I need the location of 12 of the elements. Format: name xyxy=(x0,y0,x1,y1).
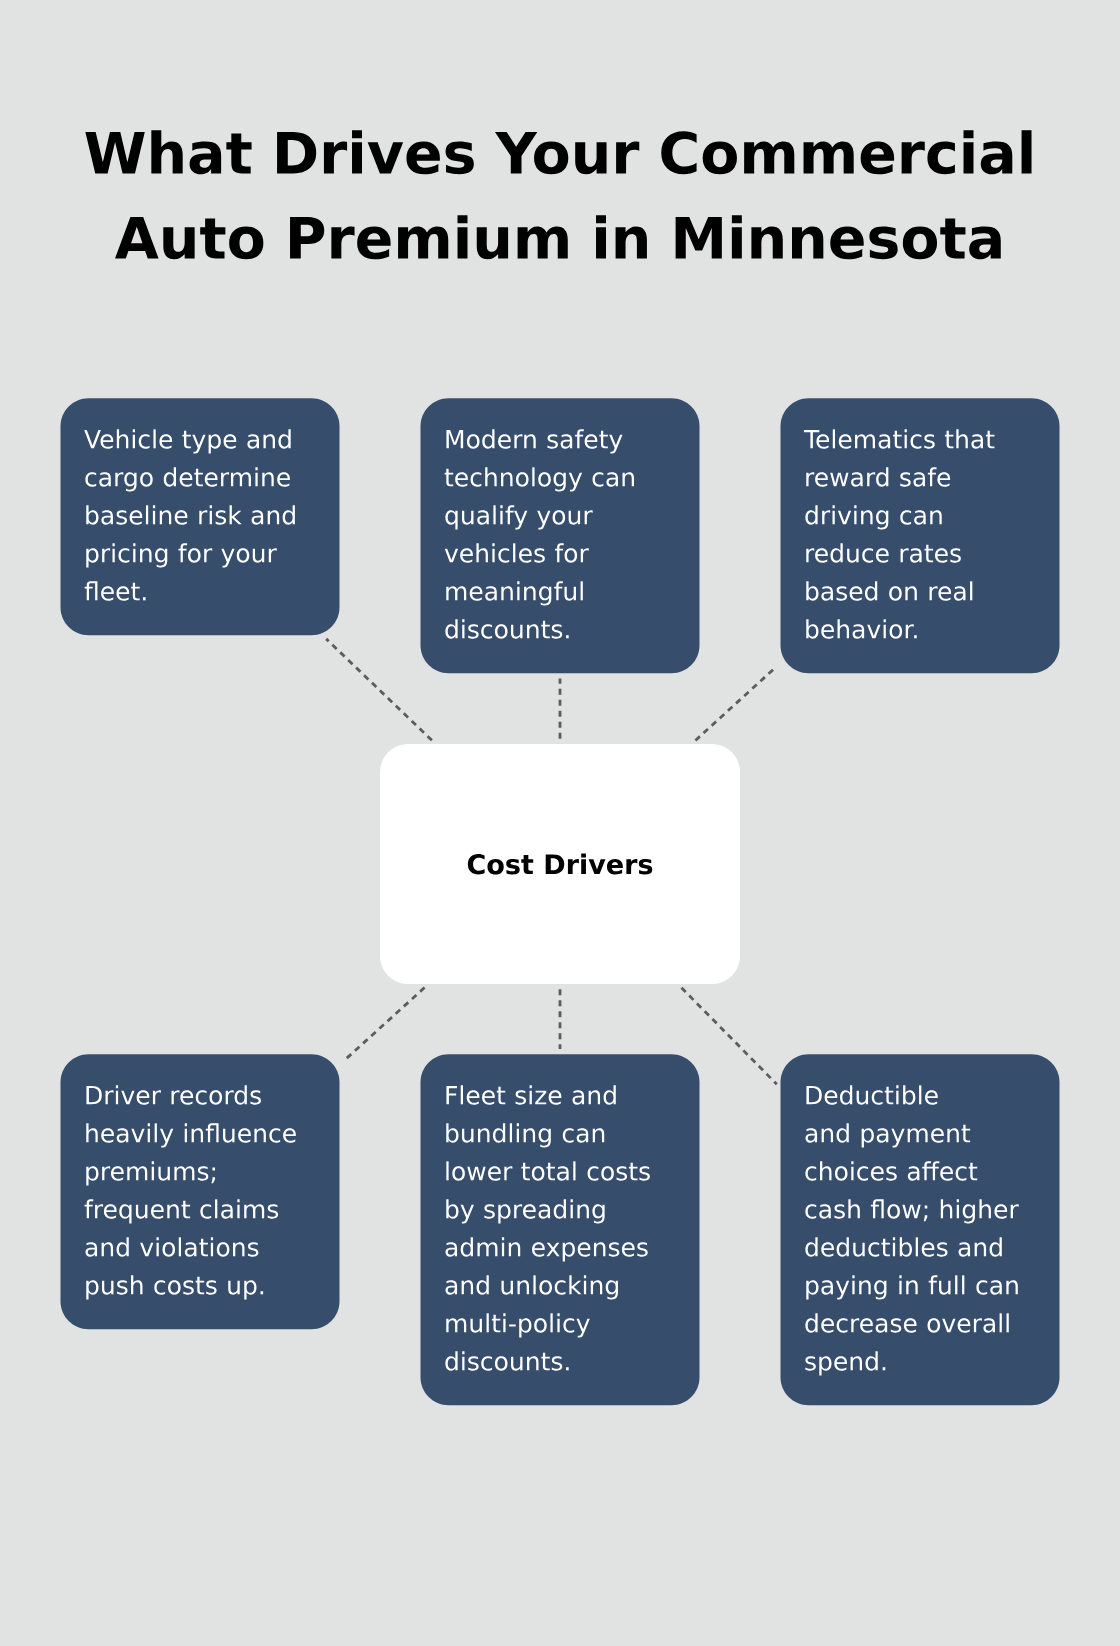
info-card: Modern safety technology can qualify your vehicles for meaningful discounts. xyxy=(420,398,700,674)
info-card: Driver records heavily influence premiums; frequent claims and violations push costs up. xyxy=(60,1054,340,1330)
connector-line xyxy=(325,637,433,742)
title: What Drives Your Commercial Auto Premium in Minnesota xyxy=(85,130,1032,260)
info-card: Deductible and payment choices affect cash flow; higher deductibles and paying in full can decrease overall spend. xyxy=(780,1054,1060,1406)
info-card: Vehicle type and cargo determine baseline risk and pricing for your fleet. xyxy=(60,398,340,636)
connector-line xyxy=(558,989,562,1049)
connector-line xyxy=(558,678,562,739)
connector-line xyxy=(680,986,778,1086)
info-card: Fleet size and bundling can lower total costs by spreading admin expenses and unlocking multi-policy discounts. xyxy=(420,1054,700,1406)
info-card: Telematics that reward safe driving can reduce rates based on real behavior. xyxy=(780,398,1060,674)
center-box: Cost Drivers xyxy=(380,744,740,984)
